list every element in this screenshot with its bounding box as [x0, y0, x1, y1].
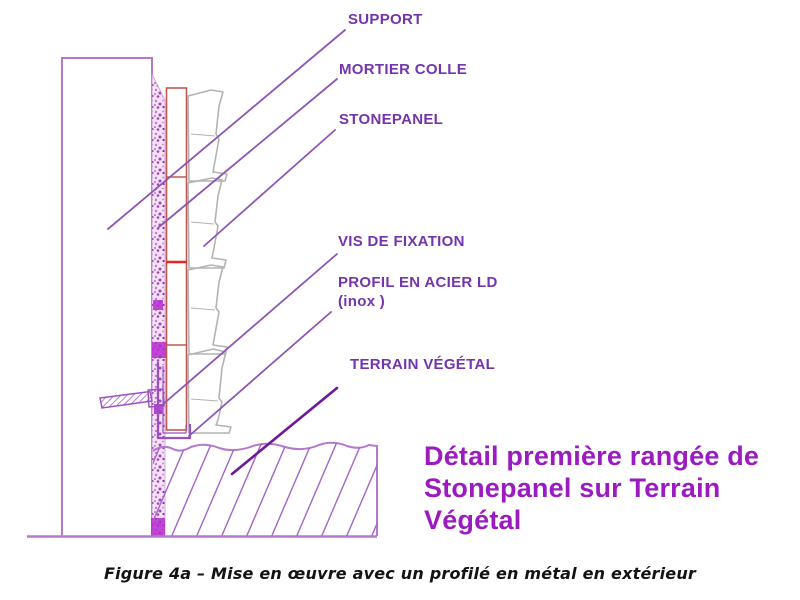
leader-vis-de-fixation [160, 253, 338, 407]
callout-profil-acier-inox: (inox ) [338, 293, 386, 310]
leader-terrain-vegetal [230, 386, 339, 476]
callout-stonepanel: STONEPANEL [339, 111, 444, 128]
mortar-dense-spot [152, 342, 166, 358]
detail-title-line2: Stonepanel sur Terrain [424, 473, 721, 503]
detail-title: Détail première rangée de Stonepanel sur… [424, 440, 784, 536]
steel-profile [156, 362, 192, 440]
leader-lines [107, 29, 346, 476]
stone-panel-row [187, 264, 228, 355]
callout-vis-de-fixation: VIS DE FIXATION [338, 233, 465, 250]
ground-hatch [153, 442, 377, 536]
detail-title-line3: Végétal [424, 505, 522, 535]
mortar-layer [151, 73, 166, 537]
stone-panel-row [187, 177, 227, 269]
detail-title-line1: Détail première rangée de [424, 441, 760, 471]
ground-terrain [152, 441, 378, 536]
stone-panels [187, 89, 232, 434]
support-wall [61, 57, 153, 536]
callout-support: SUPPORT [348, 11, 423, 28]
mortar-dense-spot [153, 300, 163, 310]
callout-mortier-colle: MORTIER COLLE [339, 61, 468, 78]
callout-terrain-vegetal: TERRAIN VÉGÉTAL [350, 356, 496, 373]
leader-stonepanel [203, 129, 336, 247]
stone-panel-row [187, 348, 232, 434]
leader-support [107, 29, 346, 230]
callout-profil-acier: PROFIL EN ACIER LD [338, 274, 498, 291]
mortar-dense-spot [151, 518, 165, 536]
stone-panel-row [187, 89, 228, 182]
figure-caption: Figure 4a – Mise en œuvre avec un profil… [103, 564, 697, 583]
adhesive-column [165, 87, 188, 431]
leader-profil-acier [188, 311, 332, 437]
leader-mortier-colle [158, 78, 338, 228]
